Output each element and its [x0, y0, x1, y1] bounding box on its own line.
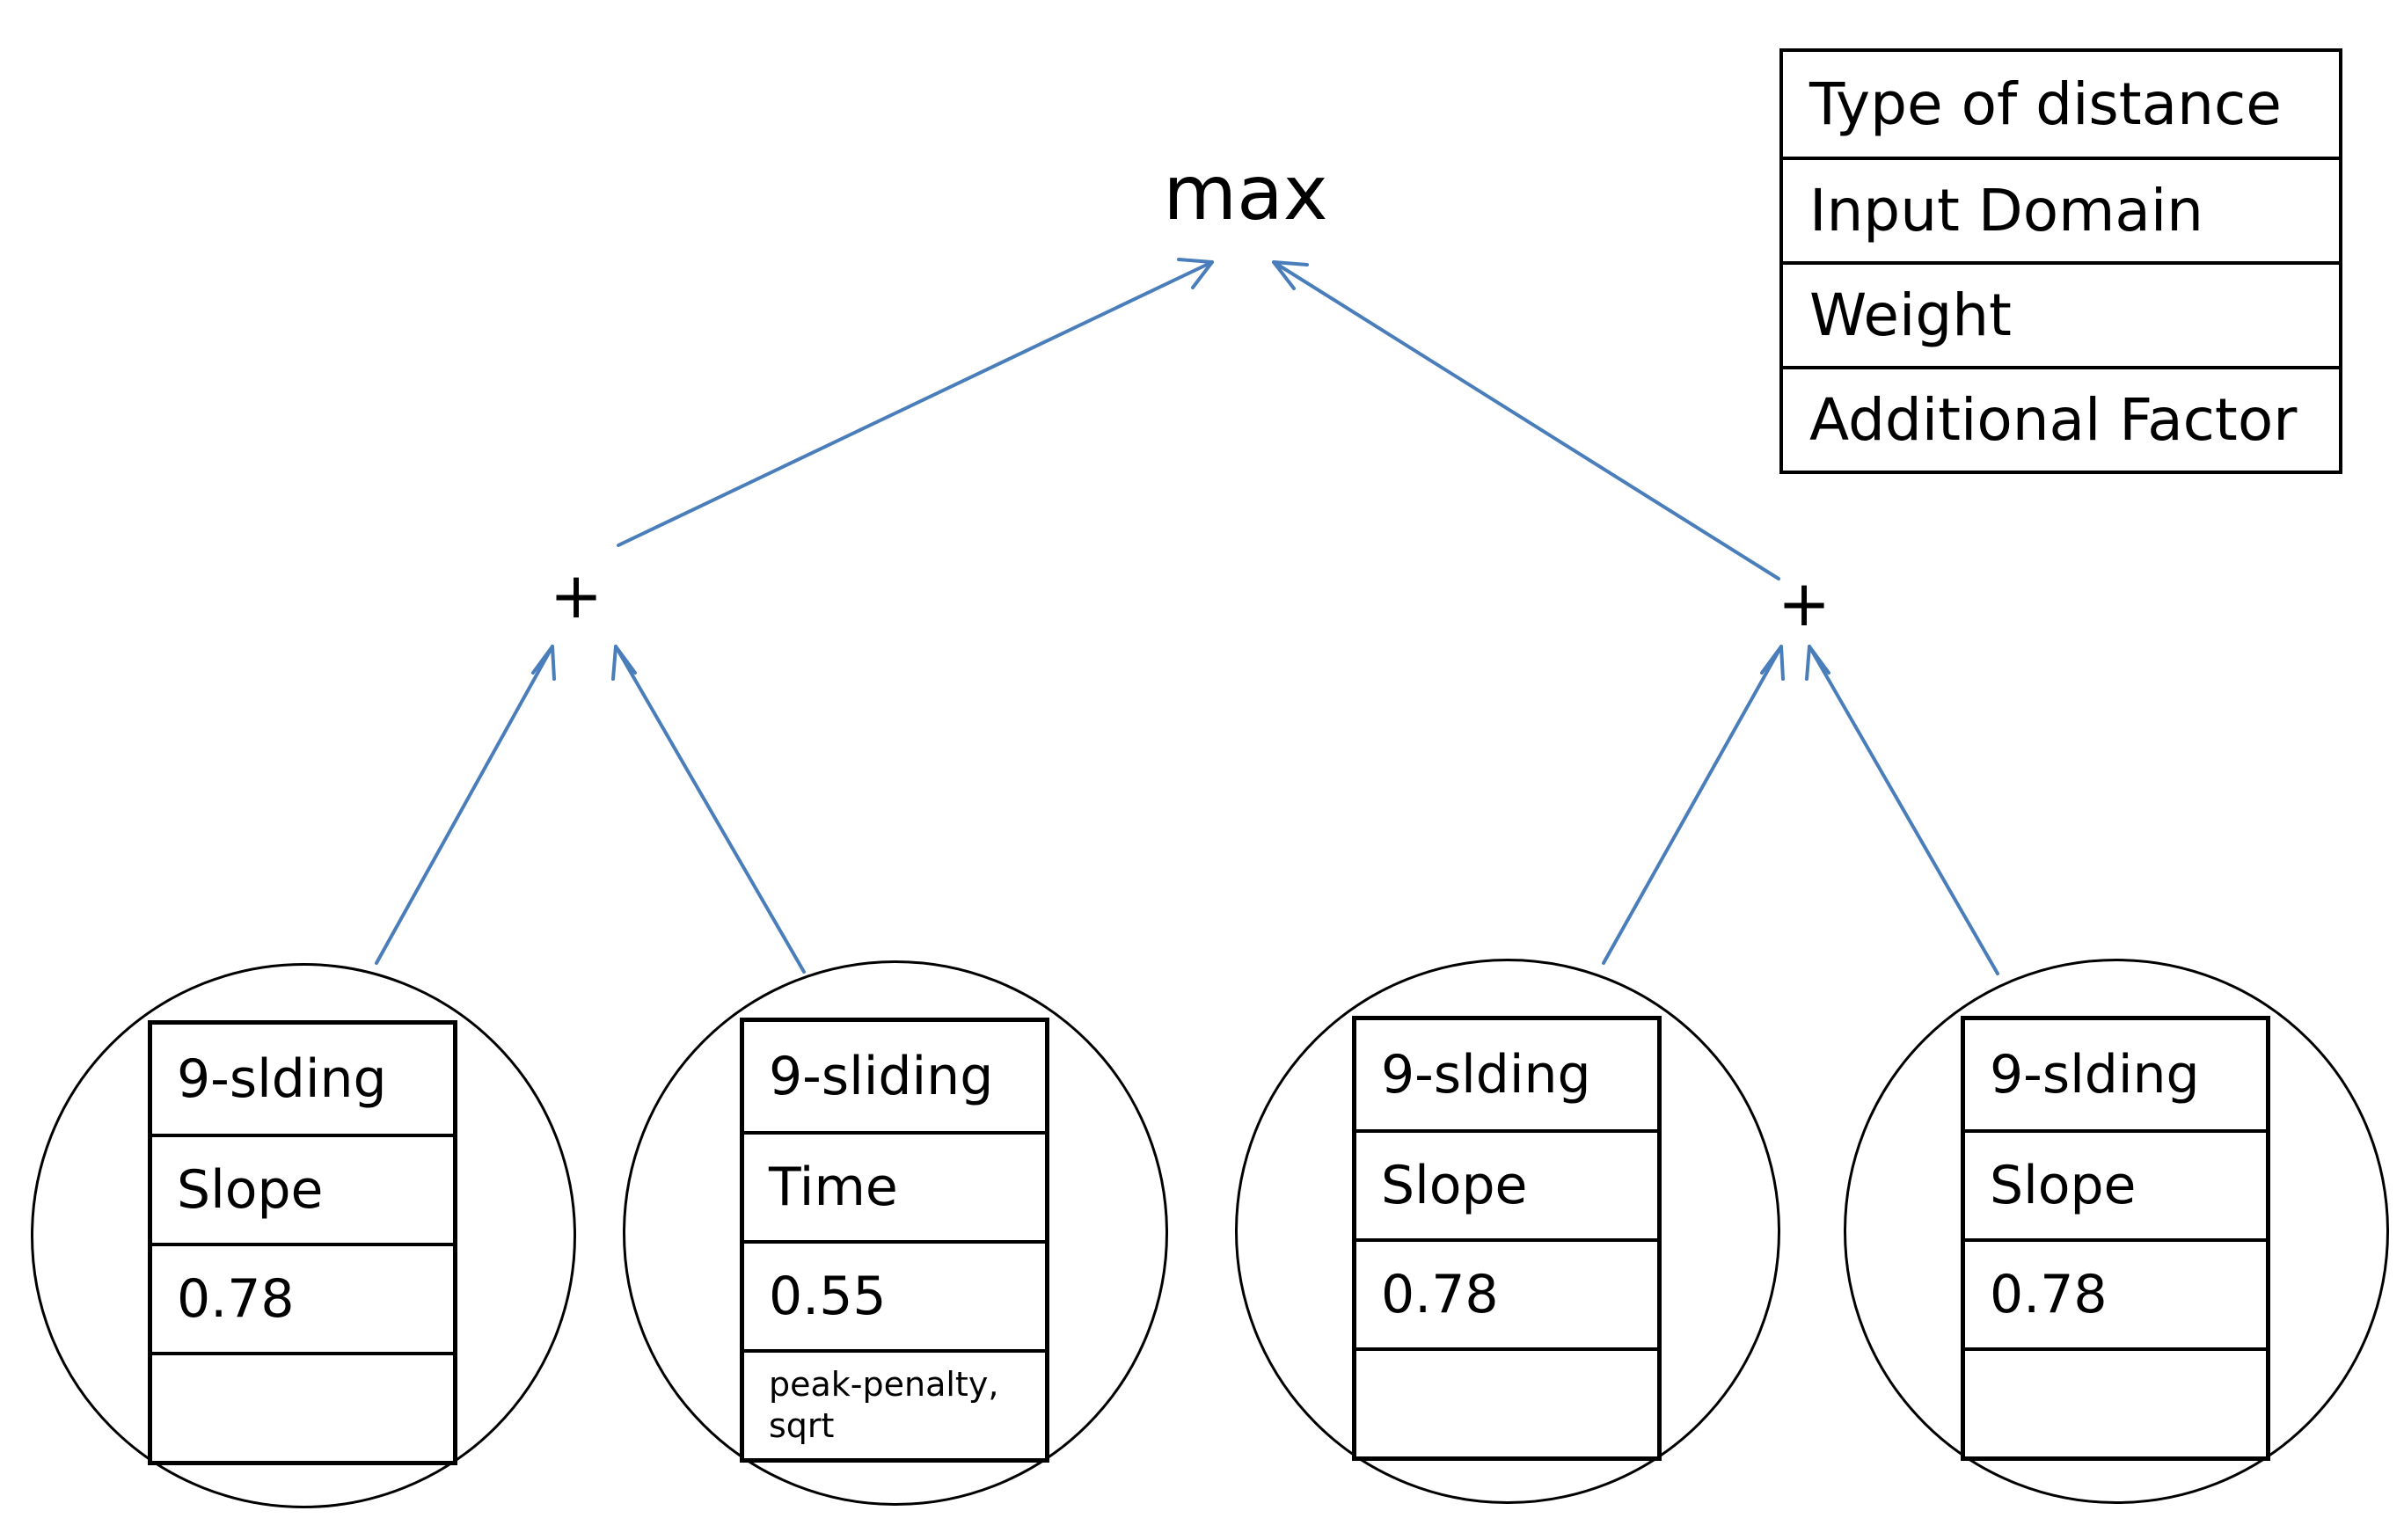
legend-row-factor: Additional Factor [1783, 366, 2339, 471]
leaf-weight: 0.78 [152, 1243, 453, 1352]
leaf-node-2: 9-sliding Time 0.55 peak-penalty, sqrt [623, 960, 1168, 1506]
plus-node-left: + [549, 558, 603, 632]
leaf-type: 9-slding [177, 1048, 387, 1110]
leaf-factor: peak-penalty, sqrt [744, 1349, 1045, 1458]
leaf-factor [1356, 1347, 1657, 1456]
leaf-domain: Time [744, 1131, 1045, 1240]
leaf-domain: Slope [1356, 1129, 1657, 1238]
max-node: max [1163, 150, 1328, 237]
leaf-factor [1965, 1347, 2266, 1456]
leaf-node-3: 9-slding Slope 0.78 [1235, 959, 1780, 1504]
leaf-type: 9-sliding [769, 1046, 994, 1107]
edge-leaf-2-to-plus-left [611, 645, 806, 974]
leaf-weight: 0.78 [1356, 1238, 1657, 1347]
leaf-card: 9-sliding Time 0.55 peak-penalty, sqrt [740, 1018, 1049, 1463]
leaf-weight: 0.55 [744, 1240, 1045, 1349]
leaf-node-4: 9-slding Slope 0.78 [1844, 959, 2389, 1504]
legend-row-weight: Weight [1783, 261, 2339, 366]
leaf-domain: Slope [1965, 1129, 2266, 1238]
leaf-factor [152, 1352, 453, 1461]
leaf-node-1: 9-slding Slope 0.78 [31, 963, 576, 1508]
edge-leaf-4-to-plus-right [1805, 645, 1999, 975]
edge-leaf-3-to-plus-right [1602, 645, 1785, 965]
leaf-domain: Slope [152, 1134, 453, 1243]
edge-leaf-1-to-plus-left [375, 645, 556, 965]
legend-row-domain: Input Domain [1783, 157, 2339, 261]
leaf-type: 9-slding [1381, 1044, 1591, 1106]
legend-table: Type of distance Input Domain Weight Add… [1779, 48, 2342, 474]
plus-node-right: + [1777, 566, 1831, 640]
legend-row-type: Type of distance [1809, 70, 2282, 138]
edge-plus-right-to-max [1272, 260, 1780, 580]
edge-plus-left-to-max [617, 258, 1214, 547]
leaf-card: 9-slding Slope 0.78 [148, 1020, 457, 1465]
leaf-card: 9-slding Slope 0.78 [1961, 1016, 2270, 1461]
leaf-type: 9-slding [1990, 1044, 2200, 1106]
leaf-weight: 0.78 [1965, 1238, 2266, 1347]
leaf-card: 9-slding Slope 0.78 [1352, 1016, 1662, 1461]
